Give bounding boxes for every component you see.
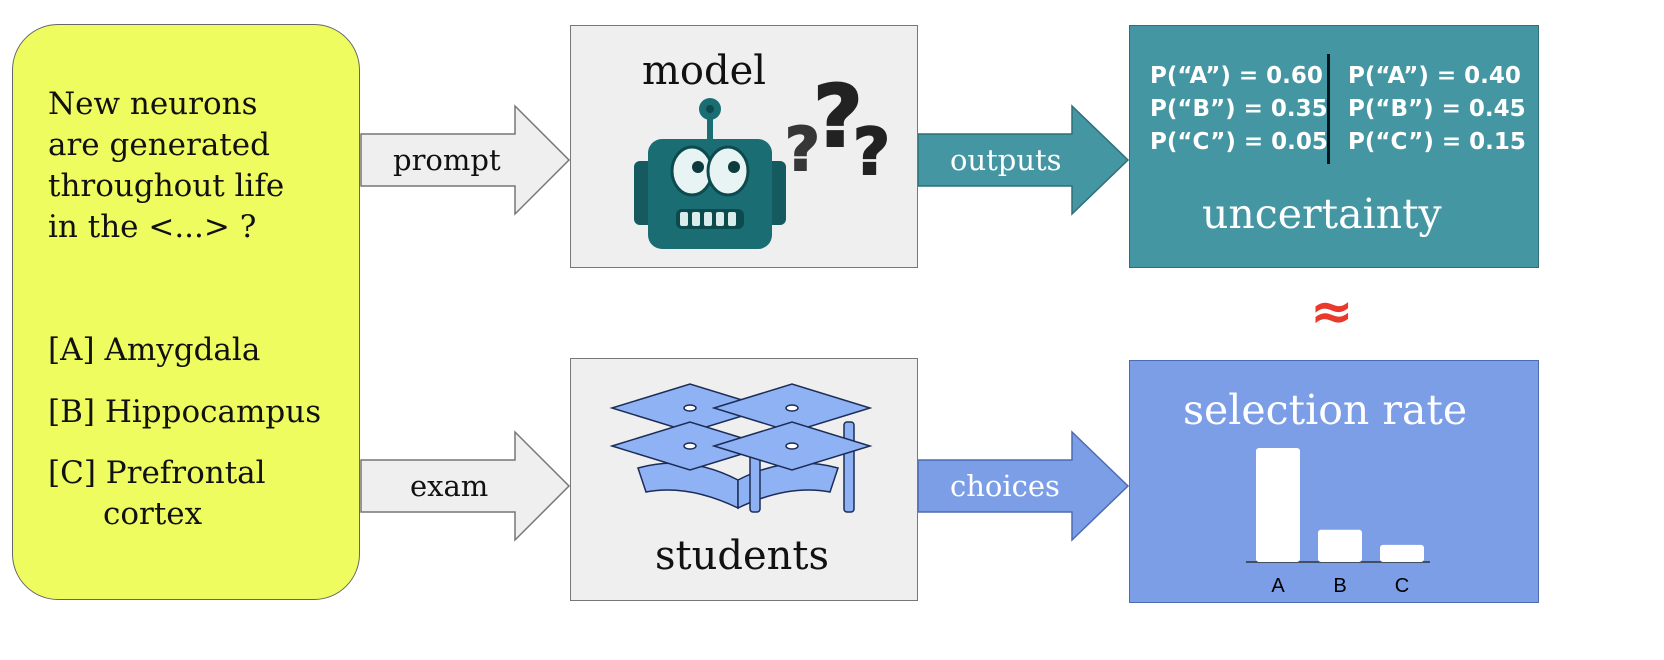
outputs-arrow <box>918 104 1130 216</box>
uncertainty-box <box>1129 25 1539 268</box>
option-a: [A] Amygdala <box>48 332 260 368</box>
robot-icon <box>634 98 786 249</box>
option-a-key: [A] <box>48 332 95 368</box>
approx-symbol: ≈ <box>1310 282 1354 342</box>
prob-right-c: P(“C”) = 0.15 <box>1348 129 1526 155</box>
option-b-label: Hippocampus <box>104 394 322 430</box>
prob-right-a: P(“A”) = 0.40 <box>1348 63 1521 89</box>
option-c-label: Prefrontal <box>105 455 266 491</box>
students-title: students <box>655 533 830 579</box>
prompt-arrow <box>360 104 571 216</box>
model-title: model <box>642 48 767 94</box>
choices-label: choices <box>950 469 1060 503</box>
prob-left-c: P(“C”) = 0.05 <box>1150 129 1328 155</box>
prob-left-a: P(“A”) = 0.60 <box>1150 63 1323 89</box>
chart-bar-c <box>1380 544 1424 562</box>
question-marks-icon: ? ? ? <box>784 70 891 188</box>
option-b-key: [B] <box>48 394 95 430</box>
svg-text:?: ? <box>853 116 890 188</box>
choices-arrow <box>918 430 1130 542</box>
prob-right-b: P(“B”) = 0.45 <box>1348 96 1526 122</box>
chart-tick-label-a: A <box>1271 575 1285 597</box>
option-c: [C] Prefrontal <box>48 455 266 491</box>
question-line-1: New neurons <box>48 86 258 122</box>
question-line-3: throughout life <box>48 168 285 204</box>
svg-text:?: ? <box>813 70 863 167</box>
prob-divider <box>1327 54 1330 164</box>
outputs-label: outputs <box>950 143 1062 177</box>
chart-title: selection rate <box>1183 386 1468 434</box>
svg-text:?: ? <box>785 115 820 185</box>
exam-label: exam <box>410 469 489 503</box>
question-card <box>12 24 360 600</box>
chart-bar-a <box>1256 448 1300 562</box>
question-line-4: in the <...> ? <box>48 209 257 245</box>
exam-arrow <box>360 430 571 542</box>
prompt-label: prompt <box>393 143 501 177</box>
option-b: [B] Hippocampus <box>48 394 321 430</box>
question-line-2: are generated <box>48 127 270 163</box>
option-c-key: [C] <box>48 455 96 491</box>
chart-bar-b <box>1318 529 1362 562</box>
prob-left-b: P(“B”) = 0.35 <box>1150 96 1328 122</box>
uncertainty-title: uncertainty <box>1202 190 1442 238</box>
graduation-cap-icon <box>609 383 873 513</box>
selection-rate-chart: A B C <box>1246 448 1430 597</box>
option-c-label-cont: cortex <box>103 496 203 532</box>
chart-tick-label-c: C <box>1395 575 1409 597</box>
chart-tick-label-b: B <box>1333 575 1346 597</box>
option-a-label: Amygdala <box>104 332 261 368</box>
